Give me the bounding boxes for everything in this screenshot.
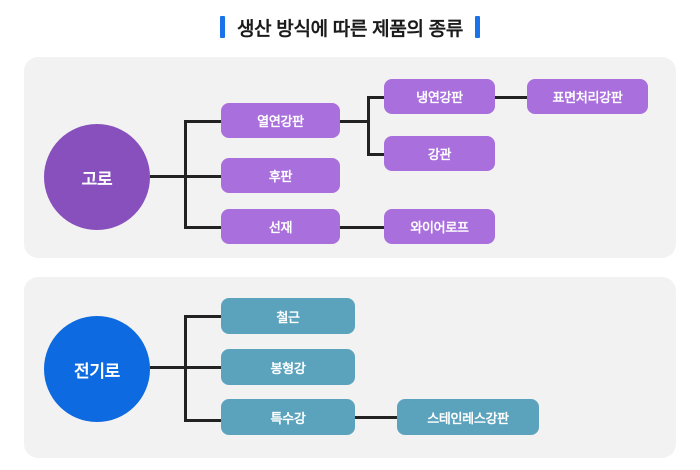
page-title: 생산 방식에 따른 제품의 종류 xyxy=(0,10,700,44)
node-yeolyeongangpan-label: 열연강판 xyxy=(257,114,304,129)
accent-bar-right-icon xyxy=(475,16,481,38)
connector-goro-to-yeolyeon xyxy=(184,120,224,123)
node-seonjae[interactable]: 선재 xyxy=(221,209,340,244)
connector-naengyeon-to-pyomyeon xyxy=(494,96,528,99)
connector-yeolyeon-to-gangwan xyxy=(367,153,385,156)
connector-jeongiro-to-bonghyeonggang xyxy=(184,366,224,369)
node-stainlessgangpan-label: 스테인레스강판 xyxy=(427,410,509,426)
node-wirerope-label: 와이어로프 xyxy=(410,220,469,235)
node-jeongiro-label: 전기로 xyxy=(73,361,121,381)
node-goro-label: 고로 xyxy=(81,169,113,189)
node-naengyeongangpan-label: 냉연강판 xyxy=(416,90,463,105)
node-naengyeongangpan[interactable]: 냉연강판 xyxy=(384,79,495,114)
node-goro[interactable]: 고로 xyxy=(44,124,150,230)
node-wirerope[interactable]: 와이어로프 xyxy=(384,209,495,244)
node-jeongiro[interactable]: 전기로 xyxy=(44,316,150,422)
connector-jeongiro-to-teuksugang xyxy=(184,419,224,422)
node-pyomyeoncheorigangpan-label: 표면처리강판 xyxy=(552,90,623,105)
node-bonghyeonggang-label: 봉형강 xyxy=(270,360,306,376)
node-seonjae-label: 선재 xyxy=(268,220,293,235)
node-pyomyeoncheorigangpan[interactable]: 표면처리강판 xyxy=(527,79,648,114)
node-hupan-label: 후판 xyxy=(268,169,293,184)
node-yeolyeongangpan[interactable]: 열연강판 xyxy=(221,103,340,138)
node-teuksugang-label: 특수강 xyxy=(270,410,306,426)
connector-yeolyeon-stem xyxy=(339,120,369,123)
accent-bar-left-icon xyxy=(219,16,225,38)
connector-goro-to-hupan xyxy=(184,175,224,178)
page-title-text: 생산 방식에 따른 제품의 종류 xyxy=(236,18,464,40)
connector-seonjae-to-wirerope xyxy=(339,226,385,229)
connector-yeolyeon-trunk xyxy=(367,96,370,156)
connector-jeongiro-stem xyxy=(150,366,187,369)
node-gangwan-label: 강관 xyxy=(427,147,452,162)
connector-goro-stem xyxy=(150,175,187,178)
node-teuksugang[interactable]: 특수강 xyxy=(221,399,355,435)
connector-teuksugang-to-stainless xyxy=(354,416,398,419)
node-bonghyeonggang[interactable]: 봉형강 xyxy=(221,349,355,385)
connector-yeolyeon-to-naengyeon xyxy=(367,96,385,99)
connector-jeongiro-to-cheolgeun xyxy=(184,315,224,318)
node-gangwan[interactable]: 강관 xyxy=(384,136,495,171)
connector-goro-to-seonjae xyxy=(184,226,224,229)
node-stainlessgangpan[interactable]: 스테인레스강판 xyxy=(397,399,539,435)
node-hupan[interactable]: 후판 xyxy=(221,158,340,193)
node-cheolgeun[interactable]: 철근 xyxy=(221,298,355,334)
node-cheolgeun-label: 철근 xyxy=(276,309,300,325)
